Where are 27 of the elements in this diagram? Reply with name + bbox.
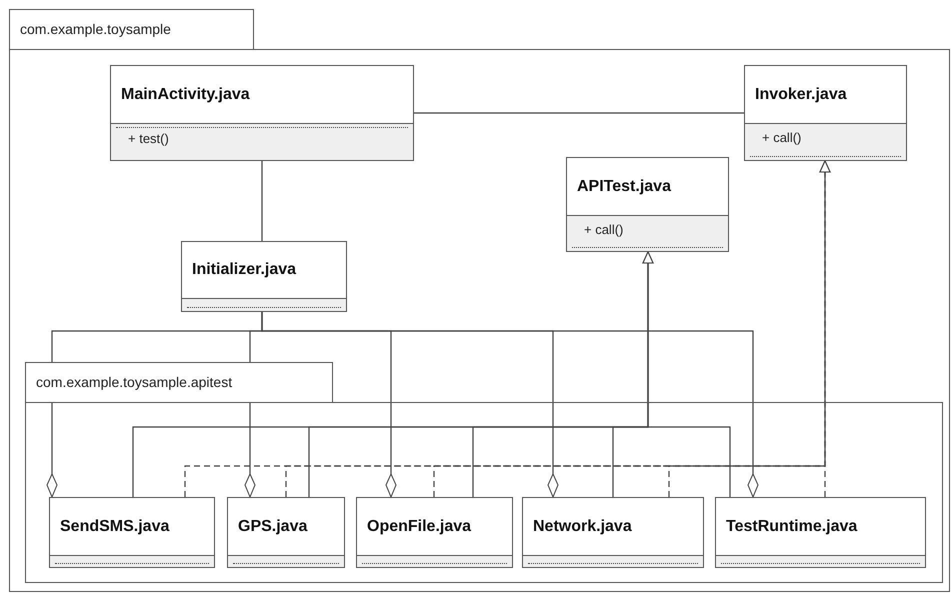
method-label: + call() [761,129,802,147]
class-box [49,497,215,568]
package-name-tab: com.example.toysample.apitest [25,362,333,403]
class-box [744,65,907,161]
dashed-arrow [820,160,830,497]
class-box [227,497,345,568]
class-name: OpenFile.java [367,516,472,536]
class-box [356,497,513,568]
class-box [566,157,729,252]
package-name-tab: com.example.toysample [9,9,254,50]
class-name: GPS.java [238,516,308,536]
class-box [715,497,926,568]
class-name: Invoker.java [755,84,847,104]
connector-line [414,112,744,114]
connector-line [261,161,263,241]
method-label: + call() [583,221,624,239]
method-label: + test() [127,130,170,148]
class-name: APITest.java [577,176,671,196]
class-name: SendSMS.java [60,516,170,536]
class-name: TestRuntime.java [726,516,858,536]
class-name: MainActivity.java [121,84,250,104]
class-box [522,497,704,568]
class-box [181,241,347,312]
arrow [642,252,731,497]
class-name: Initializer.java [192,260,296,280]
class-box [110,65,414,161]
class-name: Network.java [533,516,632,536]
